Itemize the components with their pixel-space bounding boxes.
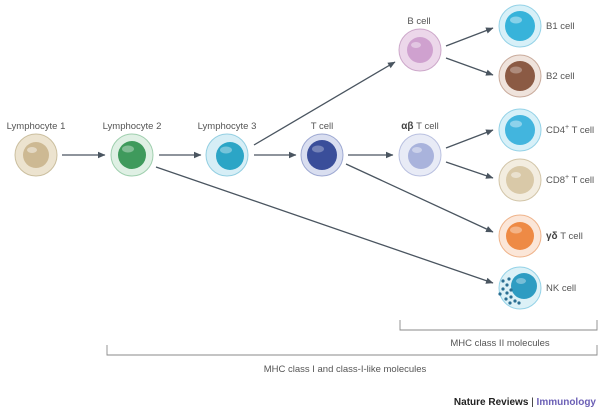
- cell-cd8tcell: CD8+ T cell: [498, 158, 594, 202]
- cell-abtcell-greek: αβ: [401, 121, 413, 132]
- cell-bcell-nucleus: [407, 37, 433, 63]
- arrow-tcell-to-gdtcell: [345, 163, 494, 233]
- journal-separator: |: [528, 397, 536, 408]
- arrow-bcell-to-b1cell: [445, 27, 494, 47]
- journal-name: Nature Reviews: [454, 397, 529, 408]
- cell-abtcell: αβ T cell: [398, 121, 442, 177]
- cell-lymphocyte1-label: Lymphocyte 1: [7, 121, 66, 132]
- cell-cd8tcell-nucleus: [506, 166, 534, 194]
- cell-lymphocyte3-nucleus: [216, 142, 244, 170]
- bracket-mhc1-line: [106, 345, 598, 356]
- cell-bcell-label: B cell: [407, 16, 430, 27]
- bracket-mhc2-label: MHC class II molecules: [450, 338, 549, 349]
- cell-tcell-nucleus: [307, 140, 337, 170]
- cell-b2cell-label: B2 cell: [546, 71, 575, 82]
- cell-tcell: T cell: [300, 121, 344, 177]
- cell-gdtcell-nucleus: [506, 222, 534, 250]
- journal-section: Immunology: [537, 397, 597, 408]
- arrow-abtcell-to-cd8tcell: [445, 161, 494, 179]
- bracket-mhc2: MHC class II molecules: [399, 320, 598, 349]
- cell-b2cell: B2 cell: [498, 54, 575, 98]
- cell-nkcell-granules: [498, 277, 521, 305]
- cell-cd4tcell-label: CD4+ T cell: [546, 124, 594, 136]
- cell-nkcell-label: NK cell: [546, 283, 576, 294]
- cell-tcell-label: T cell: [311, 121, 334, 132]
- cell-abtcell-label: αβ T cell: [401, 121, 438, 132]
- cell-b1cell: B1 cell: [498, 4, 575, 48]
- cell-lymphocyte1: Lymphocyte 1: [7, 121, 66, 177]
- cell-nkcell-nucleus: [511, 273, 537, 299]
- cell-b1cell-label: B1 cell: [546, 21, 575, 32]
- cell-b1cell-nucleus: [505, 11, 535, 41]
- cell-lymphocyte1-nucleus: [23, 142, 49, 168]
- cell-cd4tcell-nucleus: [505, 115, 535, 145]
- cell-gdtcell: γδ T cell: [498, 214, 583, 258]
- bracket-mhc1: MHC class I and class-I-like molecules: [106, 345, 598, 375]
- cell-nkcell: NK cell: [498, 266, 576, 310]
- arrow-lymphocyte3-to-bcell: [253, 61, 396, 146]
- cell-gdtcell-label: γδ T cell: [546, 231, 583, 242]
- arrow-lymphocyte2-to-nkcell: [155, 166, 494, 284]
- bracket-mhc1-label: MHC class I and class-I-like molecules: [264, 364, 427, 375]
- cell-b2cell-nucleus: [505, 61, 535, 91]
- cell-lymphocyte2-nucleus: [118, 141, 146, 169]
- cell-lymphocyte3: Lymphocyte 3: [198, 121, 257, 177]
- cell-cd8tcell-label: CD8+ T cell: [546, 174, 594, 186]
- arrow-abtcell-to-cd4tcell: [445, 129, 494, 149]
- cell-lymphocyte3-label: Lymphocyte 3: [198, 121, 257, 132]
- bracket-mhc2-line: [399, 320, 598, 331]
- arrow-bcell-to-b2cell: [445, 57, 494, 76]
- cell-lymphocyte2-label: Lymphocyte 2: [103, 121, 162, 132]
- arrows: [62, 27, 494, 284]
- cell-abtcell-rest: T cell: [414, 121, 439, 132]
- cell-abtcell-nucleus: [408, 143, 434, 169]
- cell-cd4tcell: CD4+ T cell: [498, 108, 594, 152]
- cell-bcell: B cell: [398, 16, 442, 72]
- journal-brand: Nature Reviews | Immunology: [454, 397, 597, 408]
- cell-lymphocyte2: Lymphocyte 2: [103, 121, 162, 177]
